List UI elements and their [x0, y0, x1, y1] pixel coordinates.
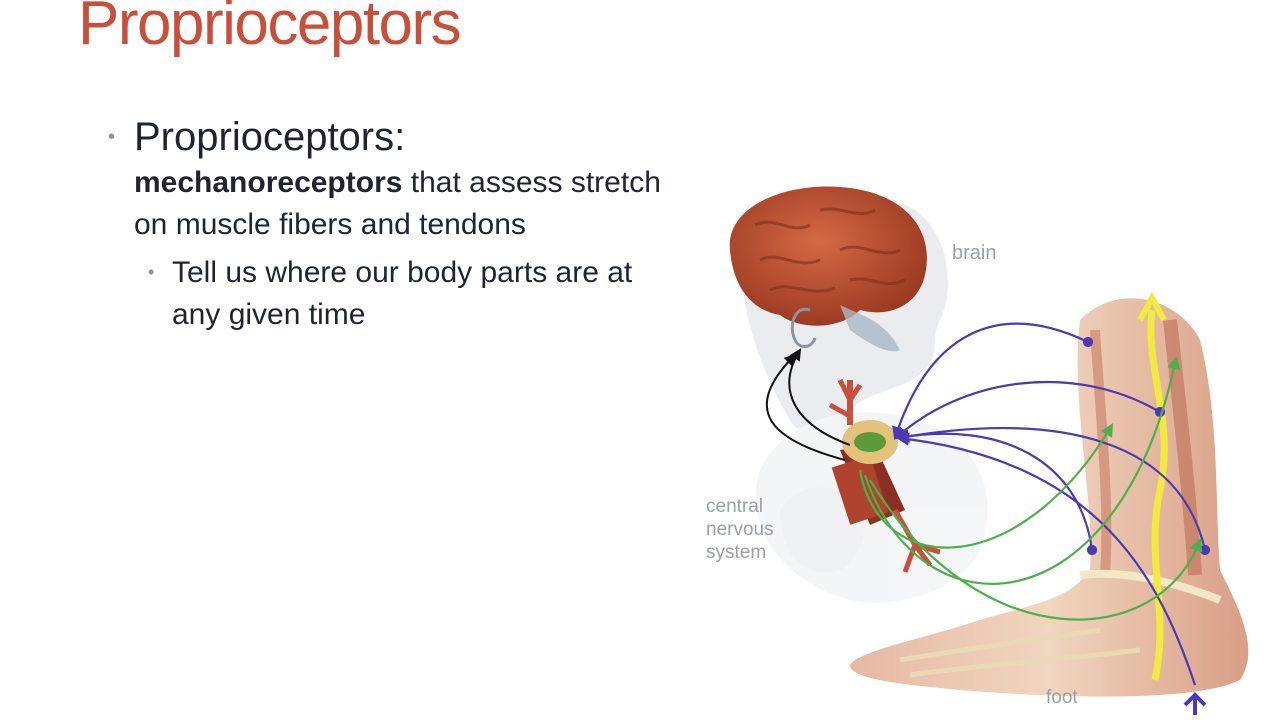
- bullet-body: mechanoreceptors that assess stretch on …: [134, 162, 668, 246]
- bullet-item: • Proprioceptors: mechanoreceptors that …: [108, 112, 668, 246]
- stimulus-arrow-icon: [1183, 692, 1207, 715]
- sensation-arrow-icon: [1147, 309, 1168, 681]
- brain-graphic: [729, 186, 927, 352]
- bold-term: mechanoreceptors: [134, 166, 403, 199]
- bullet-list: • Proprioceptors: mechanoreceptors that …: [108, 112, 668, 336]
- sub-bullet-dot-icon: •: [148, 262, 155, 282]
- efferent-pathways: [858, 355, 1203, 621]
- bullet-dot-icon: •: [108, 126, 116, 148]
- slide-title: Proprioceptors: [78, 0, 462, 58]
- cns-label-line-2: nervous: [706, 519, 774, 540]
- bullet-body-text: that assess stretch on muscle fibers and…: [134, 166, 661, 241]
- brain-label: brain: [952, 242, 996, 264]
- foot-label: foot: [1046, 687, 1078, 708]
- bullet-heading: Proprioceptors:: [134, 115, 406, 159]
- afferent-pathways: [892, 322, 1211, 686]
- cns-label-line-1: central: [706, 496, 763, 517]
- motor-pathway: [765, 348, 851, 461]
- sub-bullet-item: • Tell us where our body parts are at an…: [134, 252, 668, 336]
- sub-bullet-text: Tell us where our body parts are at any …: [172, 256, 633, 331]
- cns-label-line-3: system: [706, 542, 766, 563]
- proprioception-illustration: brain central nervous system foot: [706, 186, 1249, 715]
